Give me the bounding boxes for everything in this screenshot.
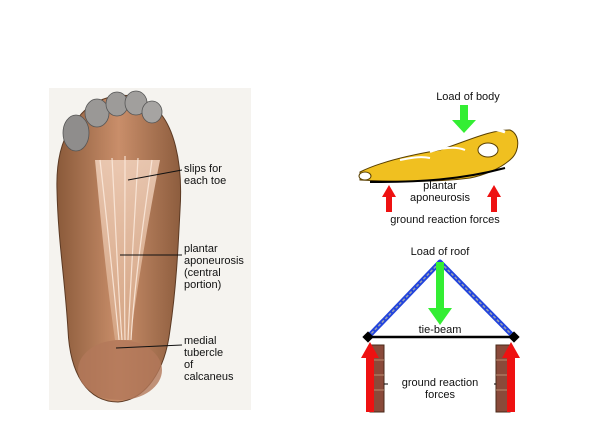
heel bbox=[78, 340, 162, 400]
label-plantar-aponeurosis: plantar aponeurosis (central portion) bbox=[184, 243, 244, 291]
label-load-of-roof: Load of roof bbox=[410, 246, 470, 258]
toe-2 bbox=[84, 98, 110, 128]
label-load-of-body: Load of body bbox=[436, 91, 500, 103]
foot-reaction-arrow-left bbox=[382, 185, 396, 212]
roof-reaction-arrow-left bbox=[361, 342, 379, 412]
body-load-arrow bbox=[452, 105, 476, 133]
label-slips-for-each-toe: slips for each toe bbox=[184, 163, 227, 187]
label-ground-reaction-forces-foot: ground reaction forces bbox=[390, 214, 500, 226]
aponeurosis-fibres bbox=[95, 160, 160, 340]
tie-end-right bbox=[508, 331, 520, 343]
foot-reaction-arrow-right bbox=[487, 185, 501, 212]
roof-load-arrow bbox=[428, 262, 452, 325]
label-medial-tubercle: medial tubercle of calcaneus bbox=[184, 335, 234, 383]
aponeurosis-line bbox=[369, 167, 506, 183]
leader-lines bbox=[115, 169, 183, 349]
toe-5 bbox=[141, 100, 163, 124]
label-ground-reaction-forces-roof: ground reaction forces bbox=[401, 377, 479, 401]
roof-reaction-arrow-right bbox=[502, 342, 520, 412]
toe-1 bbox=[62, 114, 90, 152]
label-tie-beam: tie-beam bbox=[418, 324, 462, 336]
tie-end-left bbox=[362, 331, 374, 343]
foot-skeleton bbox=[358, 127, 519, 182]
fibre-strands bbox=[99, 155, 153, 341]
label-foot-plantar-aponeurosis: plantar aponeurosis bbox=[410, 180, 470, 204]
